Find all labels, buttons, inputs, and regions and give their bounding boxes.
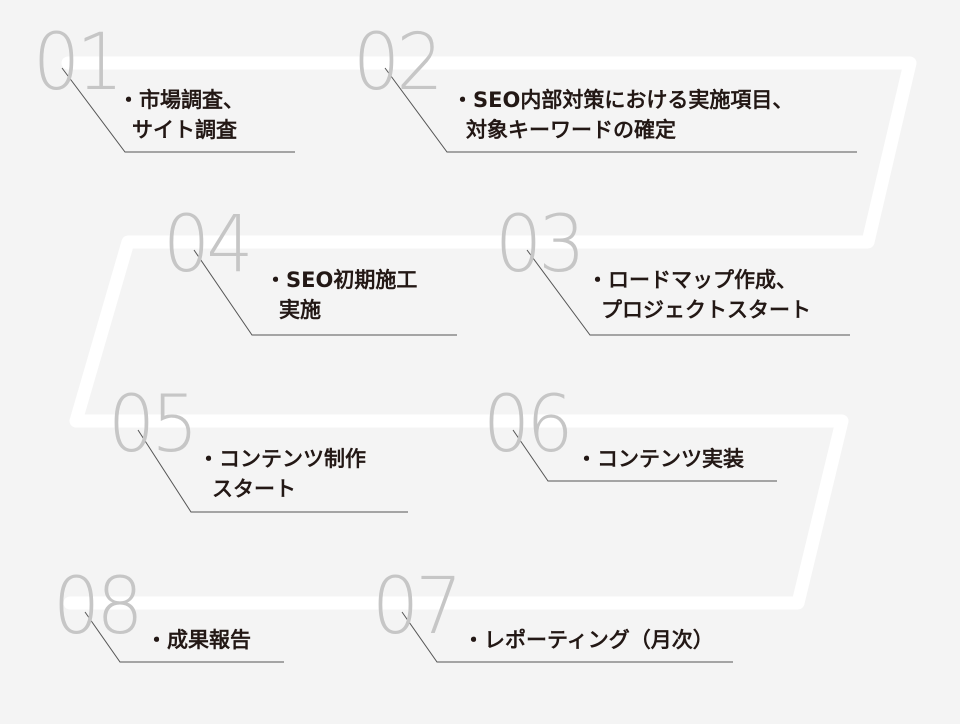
step-number-01: 01 [33,18,124,108]
leader-line-07 [401,611,733,663]
step-line: プロジェクトスタート [601,298,811,322]
step-line: スタート [212,477,296,501]
step-text-03: ・ロードマップ作成、 プロジェクトスタート [587,265,811,325]
leader-line-03 [526,249,850,336]
step-line: ・市場調査、 [118,88,244,112]
step-number-06: 06 [483,380,574,470]
step-line: 対象キーワードの確定 [466,118,676,142]
leader-line-06 [512,429,777,482]
leader-line-04 [193,249,457,336]
leader-line-05 [137,429,408,513]
step-line: ・SEO初期施工 [265,268,418,292]
step-line: サイト調査 [132,118,237,142]
leader-line-02 [384,67,857,153]
leader-line-08 [84,611,284,663]
step-text-04: ・SEO初期施工 実施 [265,265,417,325]
step-line: ・ロードマップ作成、 [587,268,797,292]
step-text-08: ・成果報告 [146,625,251,655]
step-text-02: ・SEO内部対策における実施項目、 対象キーワードの確定 [452,85,793,145]
step-number-03: 03 [495,200,586,290]
route-line [61,56,917,610]
step-number-04: 04 [163,200,254,290]
step-number-02: 02 [353,18,444,108]
step-text-01: ・市場調査、 サイト調査 [118,85,244,145]
step-number-05: 05 [108,380,199,470]
step-number-08: 08 [53,562,144,652]
step-text-06: ・コンテンツ実装 [576,444,744,474]
step-line: ・コンテンツ制作 [198,447,366,471]
step-line: ・SEO内部対策における実施項目、 [452,88,794,112]
step-number-07: 07 [372,562,463,652]
step-line: ・レポーティング（月次） [463,628,714,652]
step-line: ・成果報告 [146,628,251,652]
leader-line-01 [61,67,295,153]
step-line: ・コンテンツ実装 [576,447,744,471]
step-text-05: ・コンテンツ制作 スタート [198,444,366,504]
step-text-07: ・レポーティング（月次） [463,625,714,655]
step-line: 実施 [279,298,321,322]
